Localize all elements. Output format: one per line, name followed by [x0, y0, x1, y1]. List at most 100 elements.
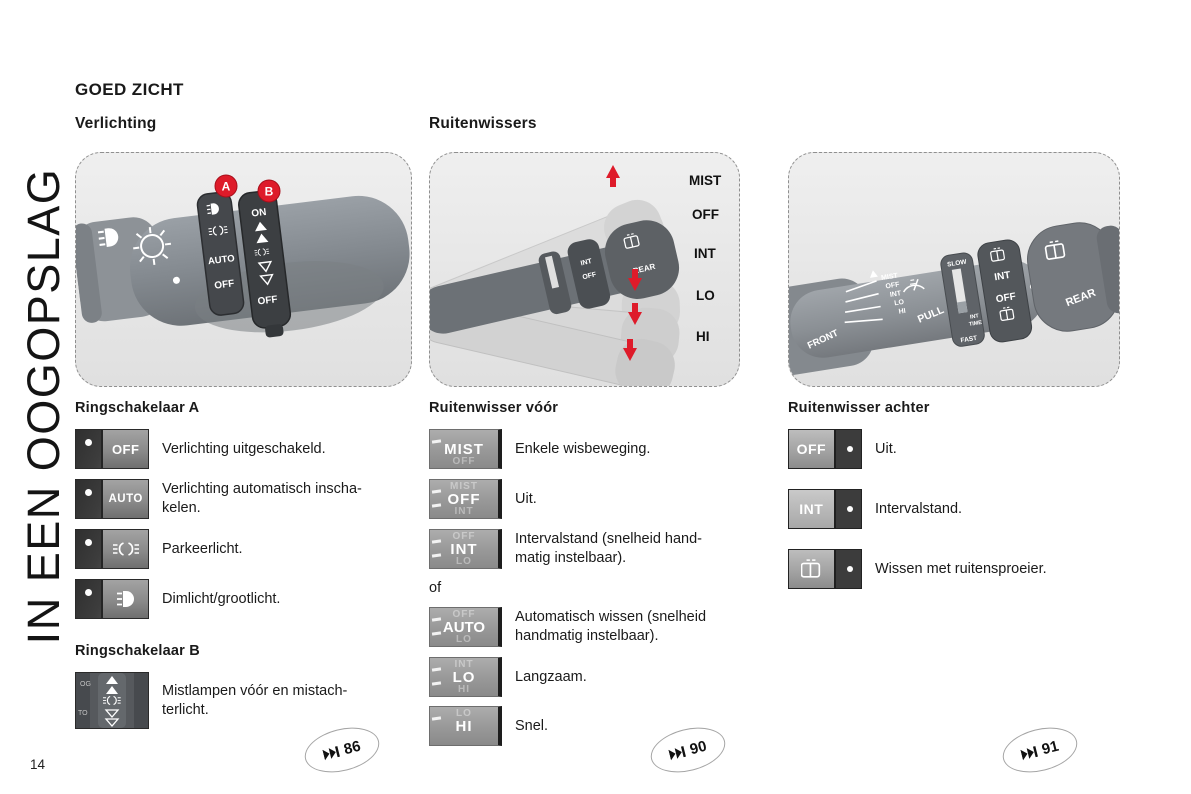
parking-light-key-icon — [75, 529, 149, 569]
svg-text:ON: ON — [251, 207, 267, 220]
page-ref-91: 91 — [998, 720, 1082, 780]
svg-text:HI: HI — [898, 308, 906, 316]
rear-knob: REAR — [1027, 222, 1119, 332]
item-text: Automatisch wissen (snelheid handmatig i… — [515, 609, 707, 644]
svg-text:TO: TO — [78, 710, 88, 717]
svg-text:INT: INT — [889, 290, 902, 299]
wiper-mist-position-icon: MIST OFF — [429, 429, 502, 469]
svg-text:INT: INT — [694, 246, 717, 261]
item-text: Verlichting uitgeschakeld. — [162, 440, 326, 457]
indicator-dot — [847, 506, 853, 512]
item-text: Dimlicht/grootlicht. — [162, 590, 281, 607]
list-item: OFF Verlichting uitgeschakeld. — [75, 429, 420, 469]
mist-up-arrow — [606, 165, 620, 187]
item-text: Intervalstand. — [875, 500, 963, 517]
svg-text:OFF: OFF — [257, 294, 278, 307]
active-stalk: INT OFF REAR — [430, 220, 680, 334]
fan-lines — [844, 280, 883, 324]
front-wiper-illustration: INT OFF REAR MIST OFF INT LO HI — [430, 165, 722, 386]
list-item: MIST OFF Enkele wisbeweging. — [429, 429, 777, 469]
svg-text:B: B — [265, 185, 274, 199]
light-auto-key-icon: AUTO — [75, 479, 149, 519]
rear-off-key-icon: OFF — [788, 429, 862, 469]
light-switch-sun-icon — [133, 227, 172, 266]
heading-ruitenwissers: Ruitenwissers — [429, 115, 537, 132]
lighting-stalk-photo: AUTO OFF ON OFF A — [75, 152, 412, 387]
light-ring-a: AUTO OFF — [196, 191, 245, 316]
front-wiper-stalk-photo: INT OFF REAR MIST OFF INT LO HI — [429, 152, 740, 387]
section-heading-wiper-rear: Ruitenwisser achter — [788, 400, 930, 416]
marker-b: B — [257, 179, 281, 203]
svg-text:INT: INT — [970, 313, 980, 320]
wiper-hi-position-icon: LO HI — [429, 706, 502, 746]
fog-ring-icon: OG TO — [75, 672, 149, 729]
item-text: Enkele wisbeweging. — [515, 440, 651, 457]
list-item: LO HI Snel. — [429, 706, 777, 746]
svg-text:INT: INT — [580, 258, 593, 268]
stalk-position-list: MIST OFF INT LO HI — [881, 272, 907, 316]
svg-text:OFF: OFF — [995, 291, 1016, 305]
svg-text:OG: OG — [80, 681, 91, 688]
item-text: Wissen met ruitensproeier. — [875, 560, 1047, 577]
wiper-auto-position-icon: OFF AUTO LO — [429, 607, 502, 647]
rear-wash-key-icon — [788, 549, 862, 589]
skip-forward-icon — [1020, 745, 1038, 760]
list-item: INT Intervalstand. — [788, 489, 1138, 529]
wiper-int-position-icon: OFF INT LO — [429, 529, 502, 569]
svg-text:A: A — [222, 180, 231, 194]
wiper-lo-position-icon: INT LO HI — [429, 657, 502, 697]
lighting-stalk: AUTO OFF ON OFF — [76, 190, 410, 338]
section-heading-ring-a: Ringschakelaar A — [75, 400, 200, 416]
svg-text:OFF: OFF — [582, 271, 598, 281]
list-item: OFF Uit. — [788, 429, 1138, 469]
wiper-position-labels: MIST OFF INT LO HI — [689, 173, 722, 344]
list-item: Parkeerlicht. — [75, 529, 420, 569]
list-item: OG TO Mistlampen vóór en mistach- terlic… — [75, 672, 420, 729]
svg-text:HI: HI — [696, 329, 710, 344]
svg-text:OFF: OFF — [885, 281, 901, 290]
page-title: GOED ZICHT — [75, 80, 184, 99]
list-item: Wissen met ruitensproeier. — [788, 549, 1138, 589]
rear-wiper-captions: Ruitenwisser achter OFF Uit. INT Interva… — [788, 400, 1138, 609]
item-text: Langzaam. — [515, 668, 587, 685]
light-off-key-icon: OFF — [75, 429, 149, 469]
light-ring-b: ON OFF — [238, 190, 292, 338]
indicator-dot — [847, 446, 853, 452]
indicator-dot — [85, 539, 92, 546]
heading-verlichting: Verlichting — [75, 115, 157, 132]
item-text: Verlichting automatisch inscha- kelen. — [162, 481, 362, 516]
indicator-dot — [847, 566, 853, 572]
wiper-off-position-icon: MIST OFF INT — [429, 479, 502, 519]
svg-text:MIST: MIST — [689, 173, 722, 188]
list-item: AUTO Verlichting automatisch inscha- kel… — [75, 479, 420, 519]
chapter-vertical-title: IN EEN OOGOPSLAG — [18, 167, 69, 645]
rear-wiper-stalk-photo: MIST OFF INT LO HI FRONT PULL SLOW — [788, 152, 1120, 387]
item-text: Snel. — [515, 717, 549, 734]
svg-text:TIME: TIME — [969, 320, 983, 328]
indicator-dot — [85, 439, 92, 446]
rear-int-key-icon: INT — [788, 489, 862, 529]
rear-wiper-ring: INT OFF — [977, 239, 1033, 343]
skip-forward-icon — [668, 745, 686, 760]
item-text: Uit. — [875, 440, 897, 457]
speed-collar: SLOW INT TIME FAST — [940, 252, 985, 347]
section-heading-ring-b: Ringschakelaar B — [75, 643, 200, 659]
front-wiper-captions: Ruitenwisser vóór MIST OFF Enkele wisbew… — [429, 400, 777, 756]
section-heading-wiper-front: Ruitenwisser vóór — [429, 400, 559, 416]
svg-text:INT: INT — [994, 270, 1012, 283]
list-item: INT LO HI Langzaam. — [429, 657, 777, 697]
svg-text:LO: LO — [696, 288, 715, 303]
page-number: 14 — [30, 757, 46, 772]
svg-text:FAST: FAST — [960, 335, 978, 345]
svg-text:LO: LO — [894, 299, 905, 308]
indicator-dot — [85, 589, 92, 596]
item-text: Intervalstand (snelheid hand- matig inst… — [515, 531, 703, 566]
lighting-stalk-illustration: AUTO OFF ON OFF A — [76, 174, 410, 338]
svg-text:OFF: OFF — [692, 207, 719, 222]
lighting-captions: Ringschakelaar A OFF Verlichting uitgesc… — [75, 400, 420, 739]
svg-text:AUTO: AUTO — [207, 253, 235, 267]
item-text: Uit. — [515, 490, 537, 507]
svg-text:OFF: OFF — [214, 278, 235, 291]
or-separator: of — [429, 580, 442, 596]
